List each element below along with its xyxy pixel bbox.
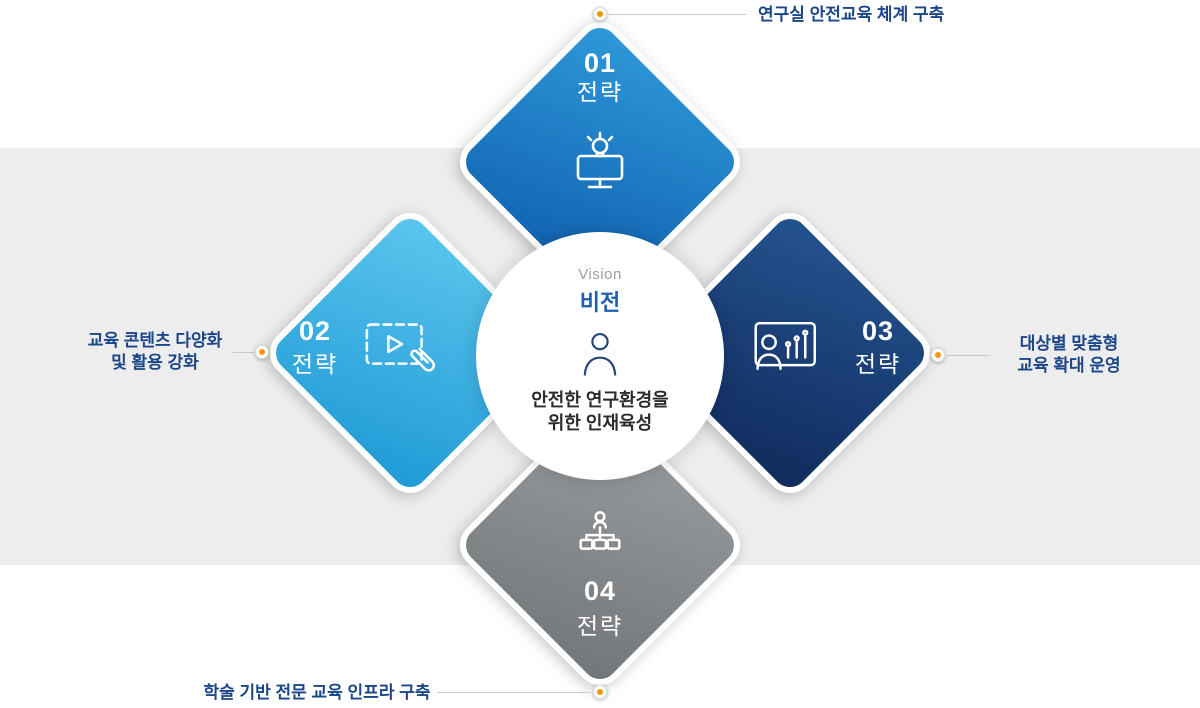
connector-dot xyxy=(255,345,269,359)
connector-dot xyxy=(593,7,607,21)
connector-line xyxy=(233,352,254,353)
vision-circle: Vision 비전 안전한 연구환경을 위한 인재육성 xyxy=(476,232,724,480)
strategy-01-label: 전략 xyxy=(576,79,624,106)
strategy-03-number: 03 xyxy=(861,316,895,346)
strategy-02-label: 전략 xyxy=(291,351,339,378)
strategy-03-label: 전략 xyxy=(854,351,902,378)
strategy-02-content: 02 전략 xyxy=(283,316,445,379)
dot-core xyxy=(597,11,603,17)
connector-dot xyxy=(593,685,607,699)
org-chart-icon xyxy=(579,511,621,550)
vision-label-en: Vision xyxy=(578,266,622,283)
dot-core xyxy=(259,349,265,355)
strategy-01-callout: 연구실 안전교육 체계 구축 xyxy=(758,5,945,24)
strategy-01-number: 01 xyxy=(583,48,617,78)
connector-line xyxy=(947,355,989,356)
dot-core xyxy=(597,689,603,695)
vision-label-ko: 비전 xyxy=(579,290,621,315)
strategy-02-callout: 교육 콘텐츠 다양화 및 활용 강화 xyxy=(87,331,223,372)
connector-line xyxy=(438,692,590,693)
dot-core xyxy=(935,352,941,358)
strategy-04-label: 전략 xyxy=(576,613,624,640)
person-icon xyxy=(583,332,617,376)
monitor-idea-icon xyxy=(576,131,624,188)
strategy-01-content: 01 전략 xyxy=(500,48,700,195)
vision-description: 안전한 연구환경을 위한 인재육성 xyxy=(531,390,669,434)
strategy-03-content: 03 전략 xyxy=(750,316,910,379)
person-chart-icon xyxy=(754,322,816,371)
connector-line xyxy=(609,14,746,15)
strategy-04-number: 04 xyxy=(583,576,617,606)
strategy-02-number: 02 xyxy=(298,316,332,346)
strategy-04-callout: 학술 기반 전문 교육 인프라 구축 xyxy=(203,683,431,702)
strategy-04-content: 04 전략 xyxy=(500,510,700,641)
video-clip-icon xyxy=(365,323,436,372)
connector-dot xyxy=(931,348,945,362)
strategy-03-callout: 대상별 맞춤형 교육 확대 운영 xyxy=(1017,334,1121,375)
